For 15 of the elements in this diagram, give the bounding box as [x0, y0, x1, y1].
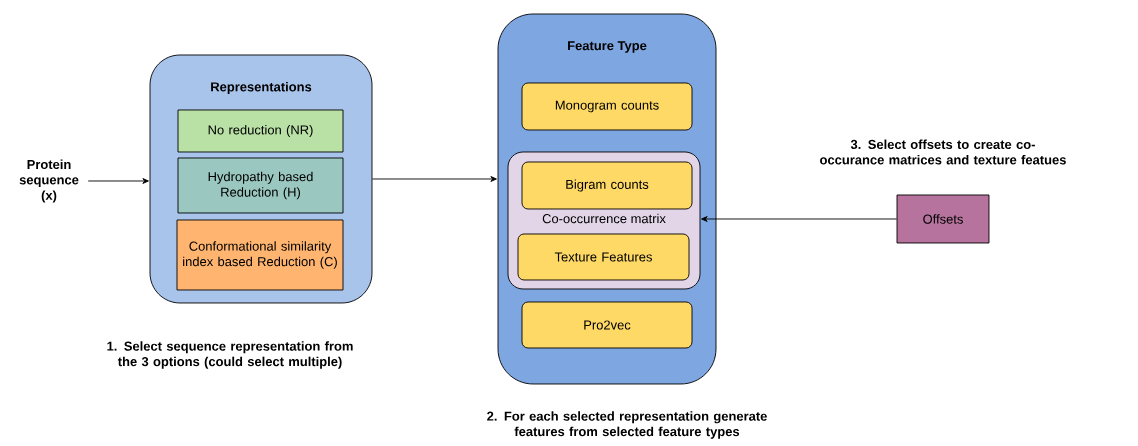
process-box: Monogram counts	[521, 82, 693, 131]
process-box: Bigram counts	[521, 161, 693, 210]
process-box: Offsets	[896, 194, 990, 244]
process-box: No reduction (NR)	[177, 109, 344, 153]
arrow	[372, 176, 497, 182]
step-note: 1. Select sequence representation from the 3 options (could select multiple)	[107, 341, 353, 369]
step-note: 2. For each selected representation generate features from selected feature types	[487, 411, 767, 439]
step-note: 3. Select offsets to create co-occurance matrices and texture featues	[820, 139, 1066, 165]
process-box: Texture Features	[517, 233, 690, 281]
process-box: Hydropathy based Reduction (H)	[177, 157, 344, 214]
arrow	[701, 216, 897, 222]
process-box: Pro2vec	[521, 301, 693, 349]
process-box: Conformational similarity index based Reduction (C)	[176, 219, 344, 291]
arrow	[87, 178, 149, 184]
input-label: Protein sequence (x)	[19, 159, 79, 203]
